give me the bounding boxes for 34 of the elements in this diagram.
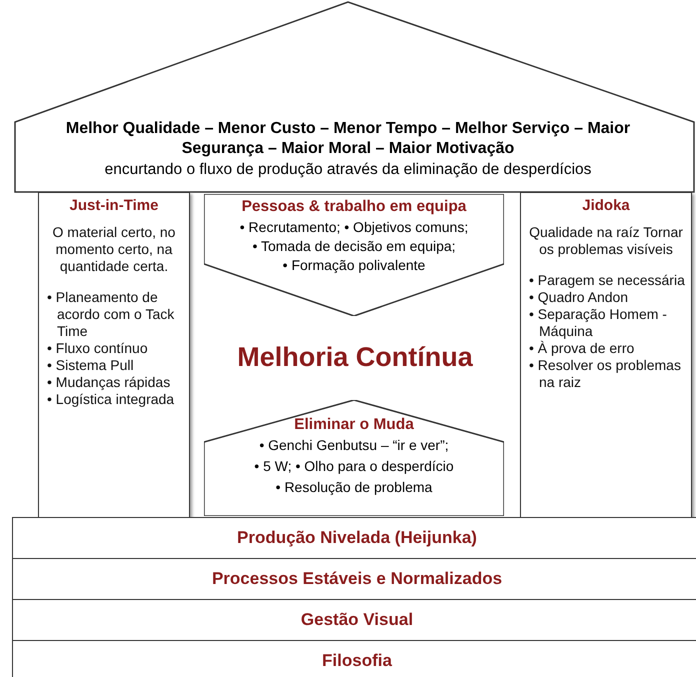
list-item: • Planeamento de acordo com o Tack Time (47, 289, 176, 340)
band-label: Processos Estáveis e Normalizados (212, 569, 502, 589)
pillar-panel (38, 192, 190, 518)
list-item: • Fluxo contínuo (47, 340, 149, 357)
list-item: • Genchi Genbutsu – “ir e ver”; (258, 436, 450, 455)
list-item: • 5 W; • Olho para o desperdício (253, 457, 455, 476)
list-item: • À prova de erro (529, 340, 636, 357)
pillar-title: Just-in-Time (68, 197, 160, 214)
section-title: Eliminar o Muda (293, 416, 415, 434)
list-item: • Resolução de problema (274, 478, 434, 497)
list-item: • Paragem se necessária (529, 272, 686, 289)
band-label: Gestão Visual (300, 610, 414, 630)
list-item: • Quadro Andon (529, 289, 630, 306)
list-item: • Sistema Pull (47, 357, 135, 374)
list-item: • Tomada de decisão em equipa; (251, 237, 457, 256)
pillar-title: Jidoka (581, 197, 631, 214)
band-label: Produção Nivelada (Heijunka) (237, 528, 477, 548)
chevron-shape (204, 194, 504, 316)
list-item: • Formação polivalente (282, 256, 426, 275)
pillar-panel (520, 192, 692, 518)
subtitle-text: encurtando o fluxo de produção através da eliminação de desperdícios (104, 161, 592, 179)
goal-text: Melhor Qualidade – Menor Custo – Menor Tempo – Melhor Serviço – Maior Segurança – Maior Moral – Maior Motivação (64, 119, 632, 159)
description-text: Qualidade na raíz Tornar os problemas visíveis (529, 224, 683, 258)
list-item: • Separação Homem - Máquina (529, 306, 668, 340)
description-text: O material certo, no momento certo, na quantidade certa. (52, 224, 176, 275)
pentagon-shape (204, 400, 504, 516)
band-label: Filosofia (322, 651, 392, 671)
list-item: • Resolver os problemas na raiz (529, 357, 682, 391)
list-item: • Mudanças rápidas (47, 374, 172, 391)
list-item: • Recrutamento; • Objetivos comuns; (238, 218, 470, 237)
center-title: Melhoria Contínua (236, 342, 474, 373)
list-item: • Logística integrada (47, 391, 176, 408)
section-title: Pessoas & trabalho em equipa (240, 198, 468, 216)
foundation-band (12, 517, 696, 559)
